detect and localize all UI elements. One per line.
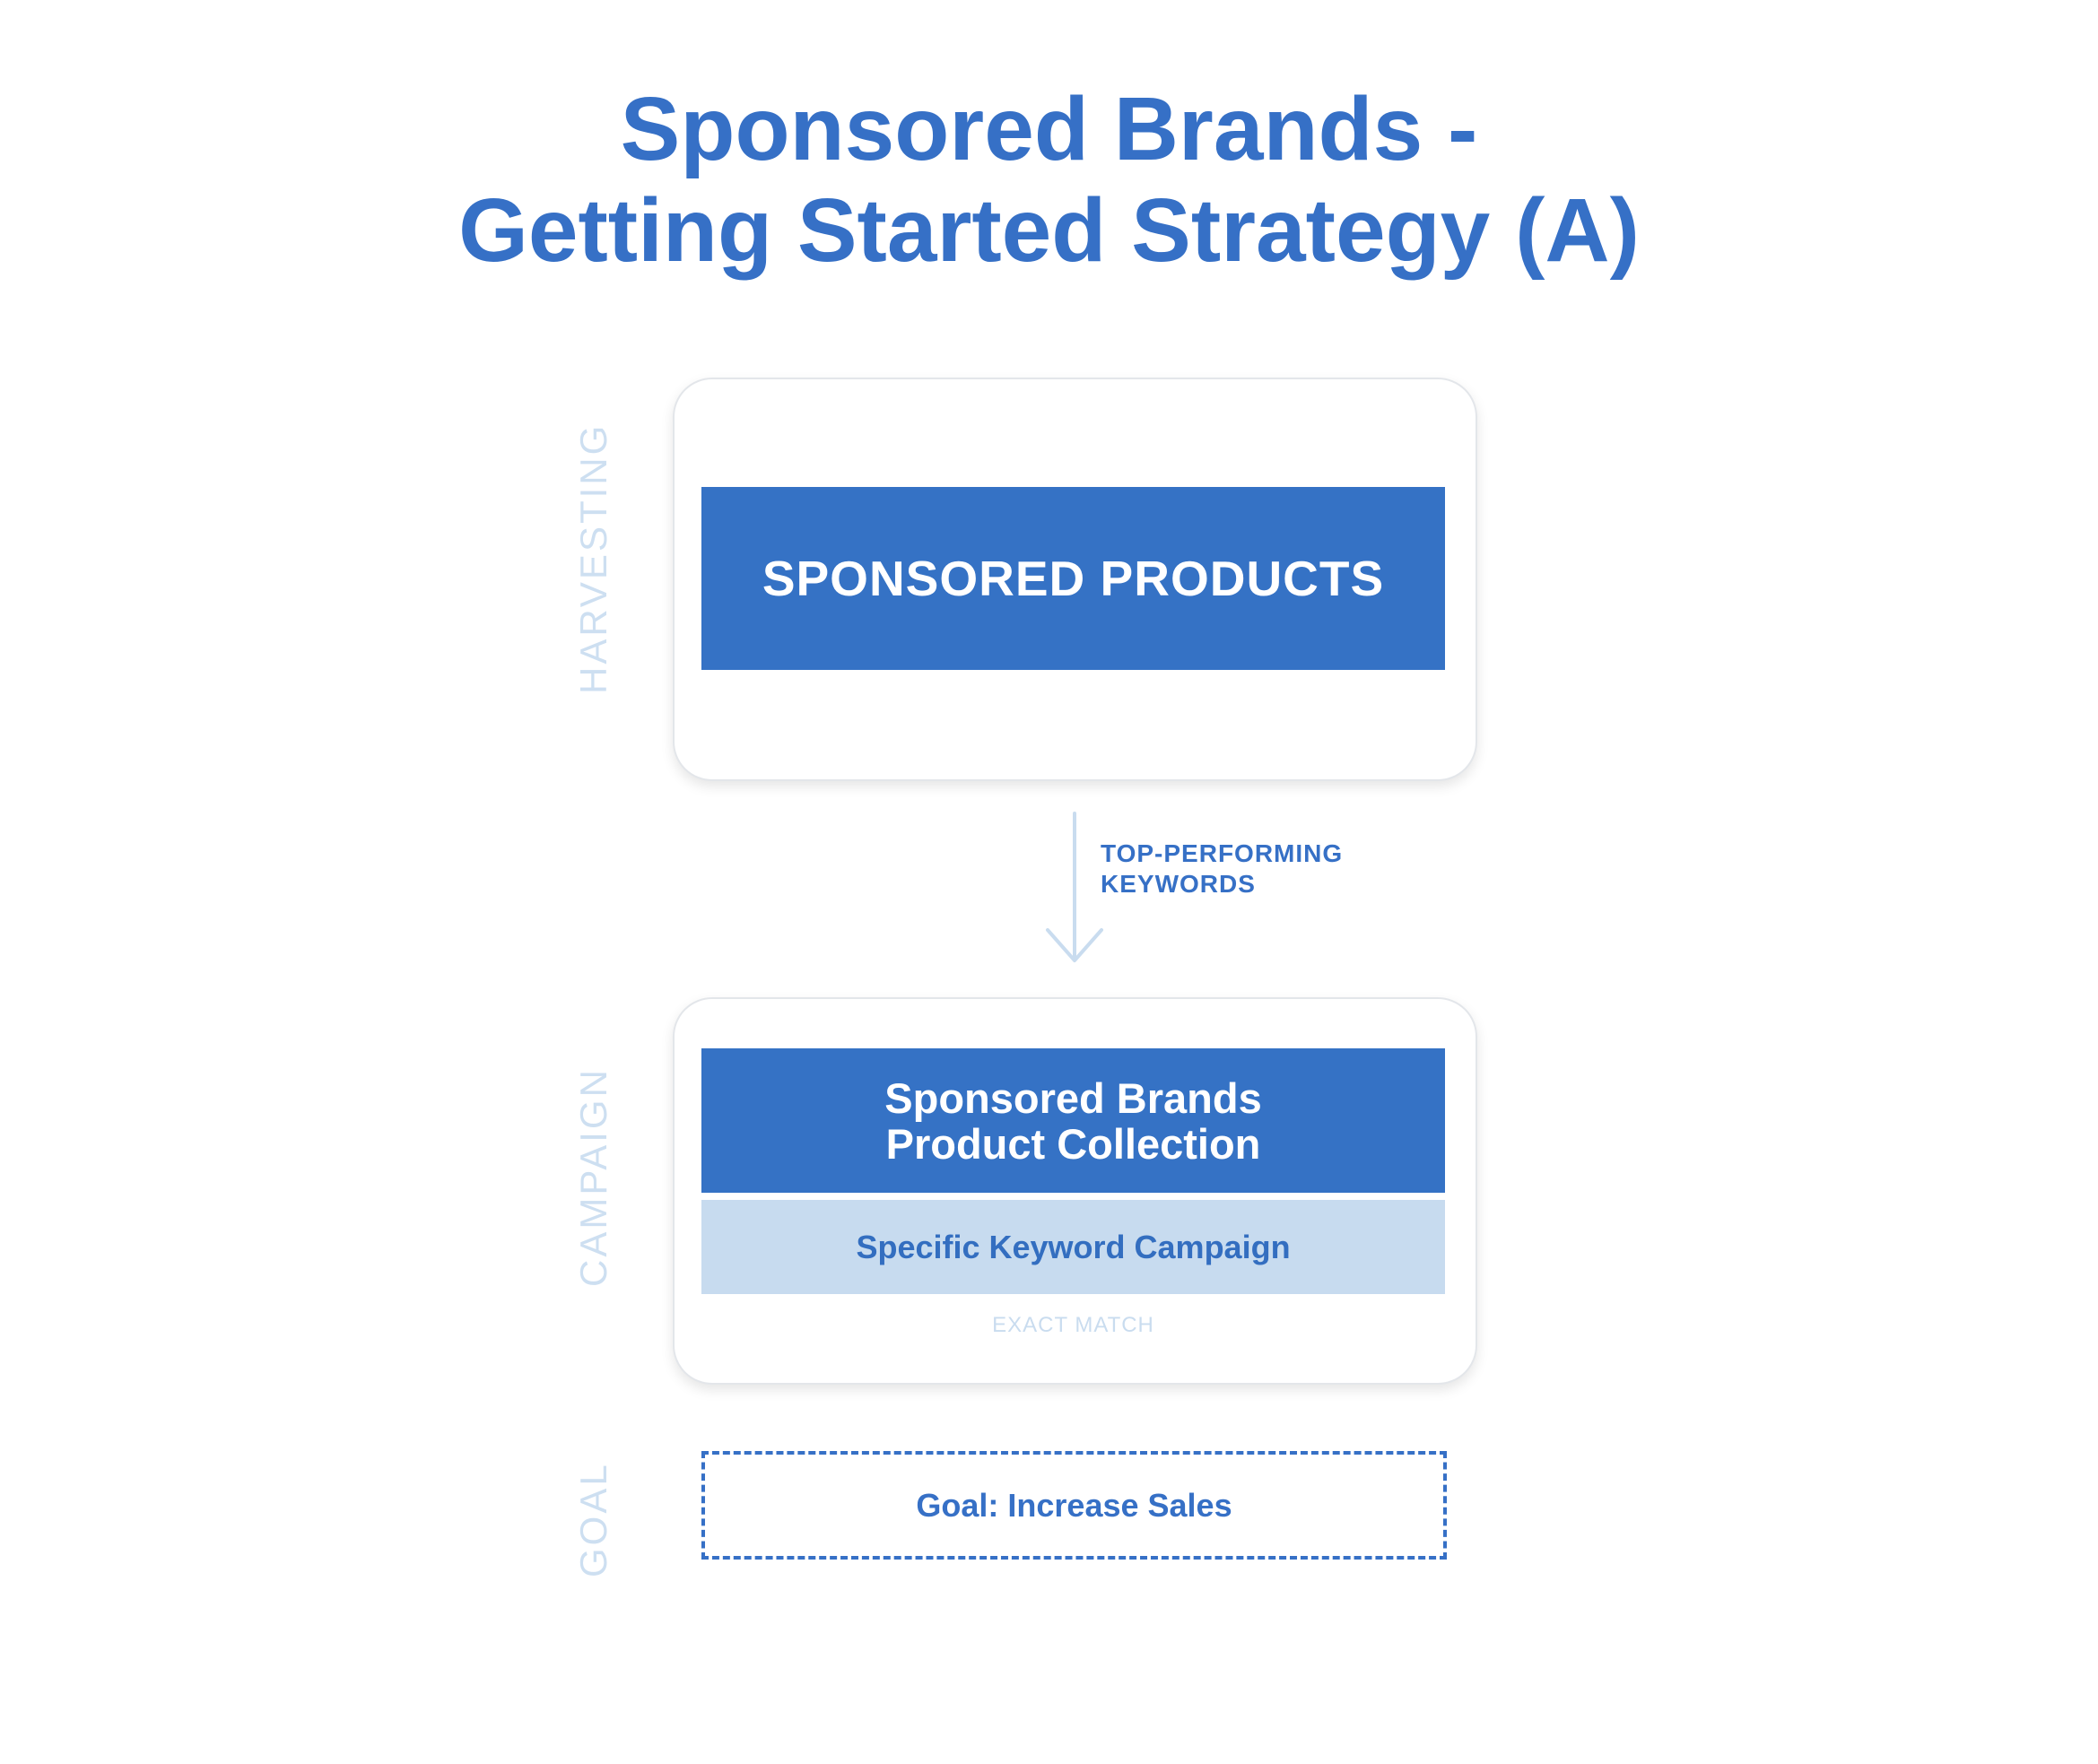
- stage-label-harvesting: HARVESTING: [572, 422, 614, 694]
- sponsored-products-box: SPONSORED PRODUCTS: [701, 487, 1445, 670]
- stage-label-goal: GOAL: [572, 1462, 614, 1577]
- sponsored-brands-title-line-1: Sponsored Brands: [884, 1073, 1262, 1122]
- keyword-campaign-label: Specific Keyword Campaign: [856, 1228, 1291, 1265]
- down-arrow-icon: [1046, 812, 1103, 962]
- sponsored-products-label: SPONSORED PRODUCTS: [762, 551, 1385, 606]
- diagram-title-line-1: Sponsored Brands -: [620, 79, 1478, 179]
- connector-label-line-2: KEYWORDS: [1101, 870, 1256, 898]
- keyword-campaign-box: Specific Keyword Campaign: [701, 1200, 1445, 1294]
- diagram-title-line-2: Getting Started Strategy (A): [458, 180, 1640, 281]
- stage-label-campaign: CAMPAIGN: [572, 1067, 614, 1287]
- sponsored-brands-box: Sponsored Brands Product Collection: [701, 1048, 1445, 1193]
- match-type-label: EXACT MATCH: [992, 1313, 1154, 1337]
- connector-label-line-1: TOP-PERFORMING: [1101, 839, 1344, 867]
- goal-label: Goal: Increase Sales: [916, 1486, 1232, 1524]
- goal-box: Goal: Increase Sales: [701, 1451, 1447, 1560]
- sponsored-brands-title-line-2: Product Collection: [885, 1119, 1261, 1168]
